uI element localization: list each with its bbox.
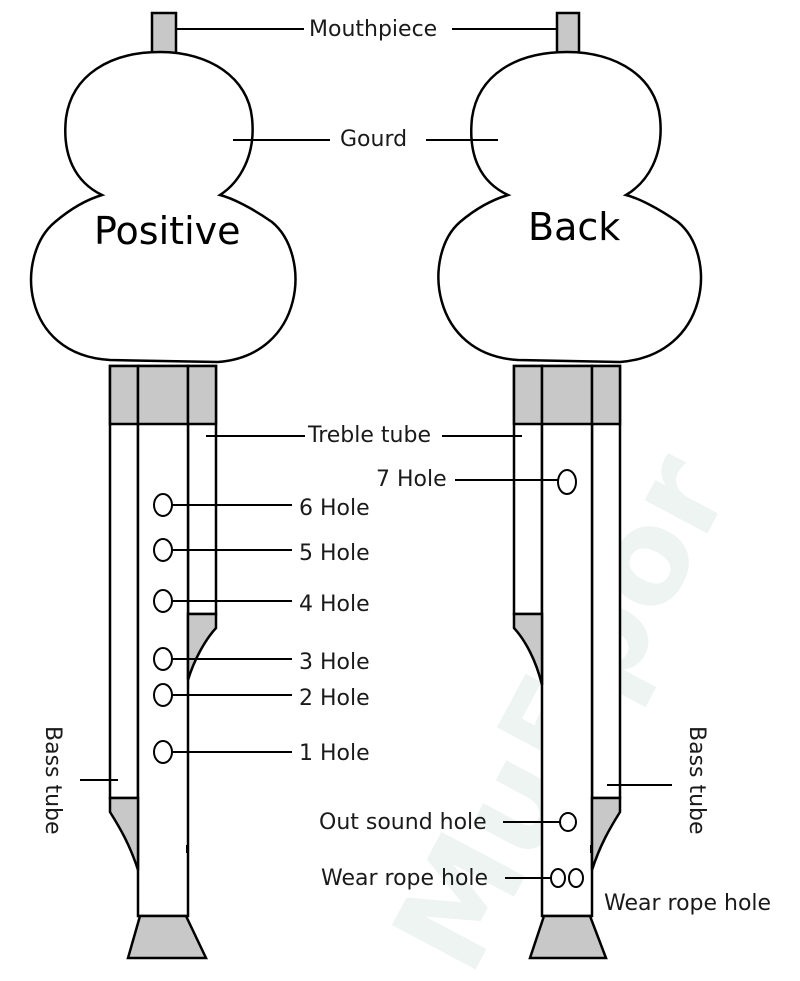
gourd-front xyxy=(29,50,297,364)
label-hole-6: 6 Hole xyxy=(299,496,370,521)
hole-4-front xyxy=(153,589,173,613)
fitting-top-front-c xyxy=(186,364,218,426)
front-view-title: Positive xyxy=(94,209,241,253)
bottom-cap-back xyxy=(528,914,608,960)
hole-7-back xyxy=(557,469,577,495)
hole-1-front xyxy=(153,740,173,764)
fitting-top-back-a xyxy=(512,364,544,426)
label-bass-tube-left: Bass tube xyxy=(40,726,65,835)
fitting-top-front-b xyxy=(136,364,190,426)
fitting-top-back-b xyxy=(540,364,594,426)
mouthpiece-front xyxy=(150,11,178,55)
hole-5-front xyxy=(153,538,173,562)
label-gourd: Gourd xyxy=(340,127,407,152)
label-hole-1: 1 Hole xyxy=(299,741,370,766)
back-view-title: Back xyxy=(528,205,620,249)
hole-2-front xyxy=(153,683,173,707)
hole-3-front xyxy=(153,647,173,671)
label-hole-5: 5 Hole xyxy=(299,541,370,566)
bass-end-left-front xyxy=(108,796,140,871)
label-hole-2: 2 Hole xyxy=(299,686,370,711)
label-out-sound-hole: Out sound hole xyxy=(319,810,487,835)
leader-lines xyxy=(80,28,672,879)
fitting-top-front-a xyxy=(108,364,140,426)
bass-tube-left-front xyxy=(108,364,140,800)
label-bass-tube-right: Bass tube xyxy=(684,726,709,835)
bass-end-right-back xyxy=(590,796,622,871)
label-mouthpiece: Mouthpiece xyxy=(309,17,437,42)
bass-tube-right-back xyxy=(590,364,622,800)
hole-6-front xyxy=(153,493,173,517)
wear-rope-hole-a xyxy=(550,868,566,888)
wear-rope-hole-b xyxy=(568,868,584,888)
label-treble-tube: Treble tube xyxy=(307,423,431,448)
label-wear-rope-hole-left: Wear rope hole xyxy=(321,866,488,891)
label-hole-7: 7 Hole xyxy=(376,467,447,492)
treble-side-end-front xyxy=(186,612,218,681)
treble-tube-front xyxy=(136,364,190,918)
bottom-cap-front xyxy=(126,914,208,960)
label-hole-3: 3 Hole xyxy=(299,650,370,675)
label-hole-4: 4 Hole xyxy=(299,592,370,617)
fitting-top-back-c xyxy=(590,364,622,426)
treble-tube-back xyxy=(540,364,594,918)
gourd-back xyxy=(437,50,703,364)
treble-side-end-back xyxy=(512,612,544,686)
back-view xyxy=(437,11,703,960)
front-view xyxy=(29,11,297,960)
mouthpiece-back xyxy=(555,11,581,55)
out-sound-hole-back xyxy=(559,812,577,832)
label-wear-rope-hole-right: Wear rope hole xyxy=(604,891,771,916)
